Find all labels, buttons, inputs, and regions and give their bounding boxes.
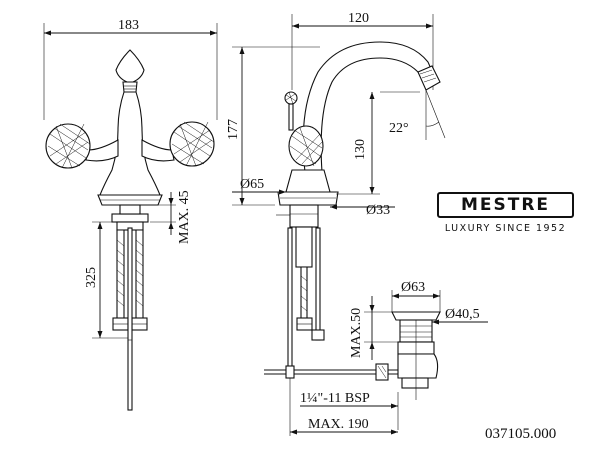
- front-max-depth-label: MAX. 45: [177, 190, 192, 244]
- crystal-handle-right: [169, 121, 215, 167]
- front-view: 183: [43, 18, 218, 411]
- side-view: 120 177 22° 1: [226, 11, 446, 369]
- brand-logo: MESTRE: [437, 192, 574, 218]
- drain-top-diameter-label: Ø63: [401, 280, 425, 295]
- front-height-label: 325: [84, 267, 99, 288]
- crystal-handle-left: [45, 123, 91, 169]
- crystal-handle-side: [288, 125, 324, 167]
- drain-max-length-label: MAX. 190: [308, 417, 369, 432]
- spout-angle-label: 22°: [389, 121, 409, 136]
- product-code: 037105.000: [485, 426, 557, 442]
- brand-block: MESTRE LUXURY SINCE 1952: [437, 192, 574, 234]
- drain-thread-label: 1¼"-11 BSP: [300, 391, 370, 406]
- brand-tagline: LUXURY SINCE 1952: [444, 223, 567, 234]
- front-width-label: 183: [118, 18, 139, 33]
- base-diameter-label: Ø65: [240, 177, 264, 192]
- hole-diameter-label: Ø33: [366, 203, 390, 218]
- spout-height-label: 130: [353, 139, 368, 160]
- drain-max-height-label: MAX.50: [349, 308, 364, 358]
- side-height-label: 177: [226, 119, 241, 140]
- drain-outlet-diameter-label: Ø40,5: [445, 307, 480, 322]
- drain-view: Ø63 Ø40,5 MAX.50 1¼"-11 BSP: [264, 280, 488, 436]
- side-reach-label: 120: [348, 11, 369, 26]
